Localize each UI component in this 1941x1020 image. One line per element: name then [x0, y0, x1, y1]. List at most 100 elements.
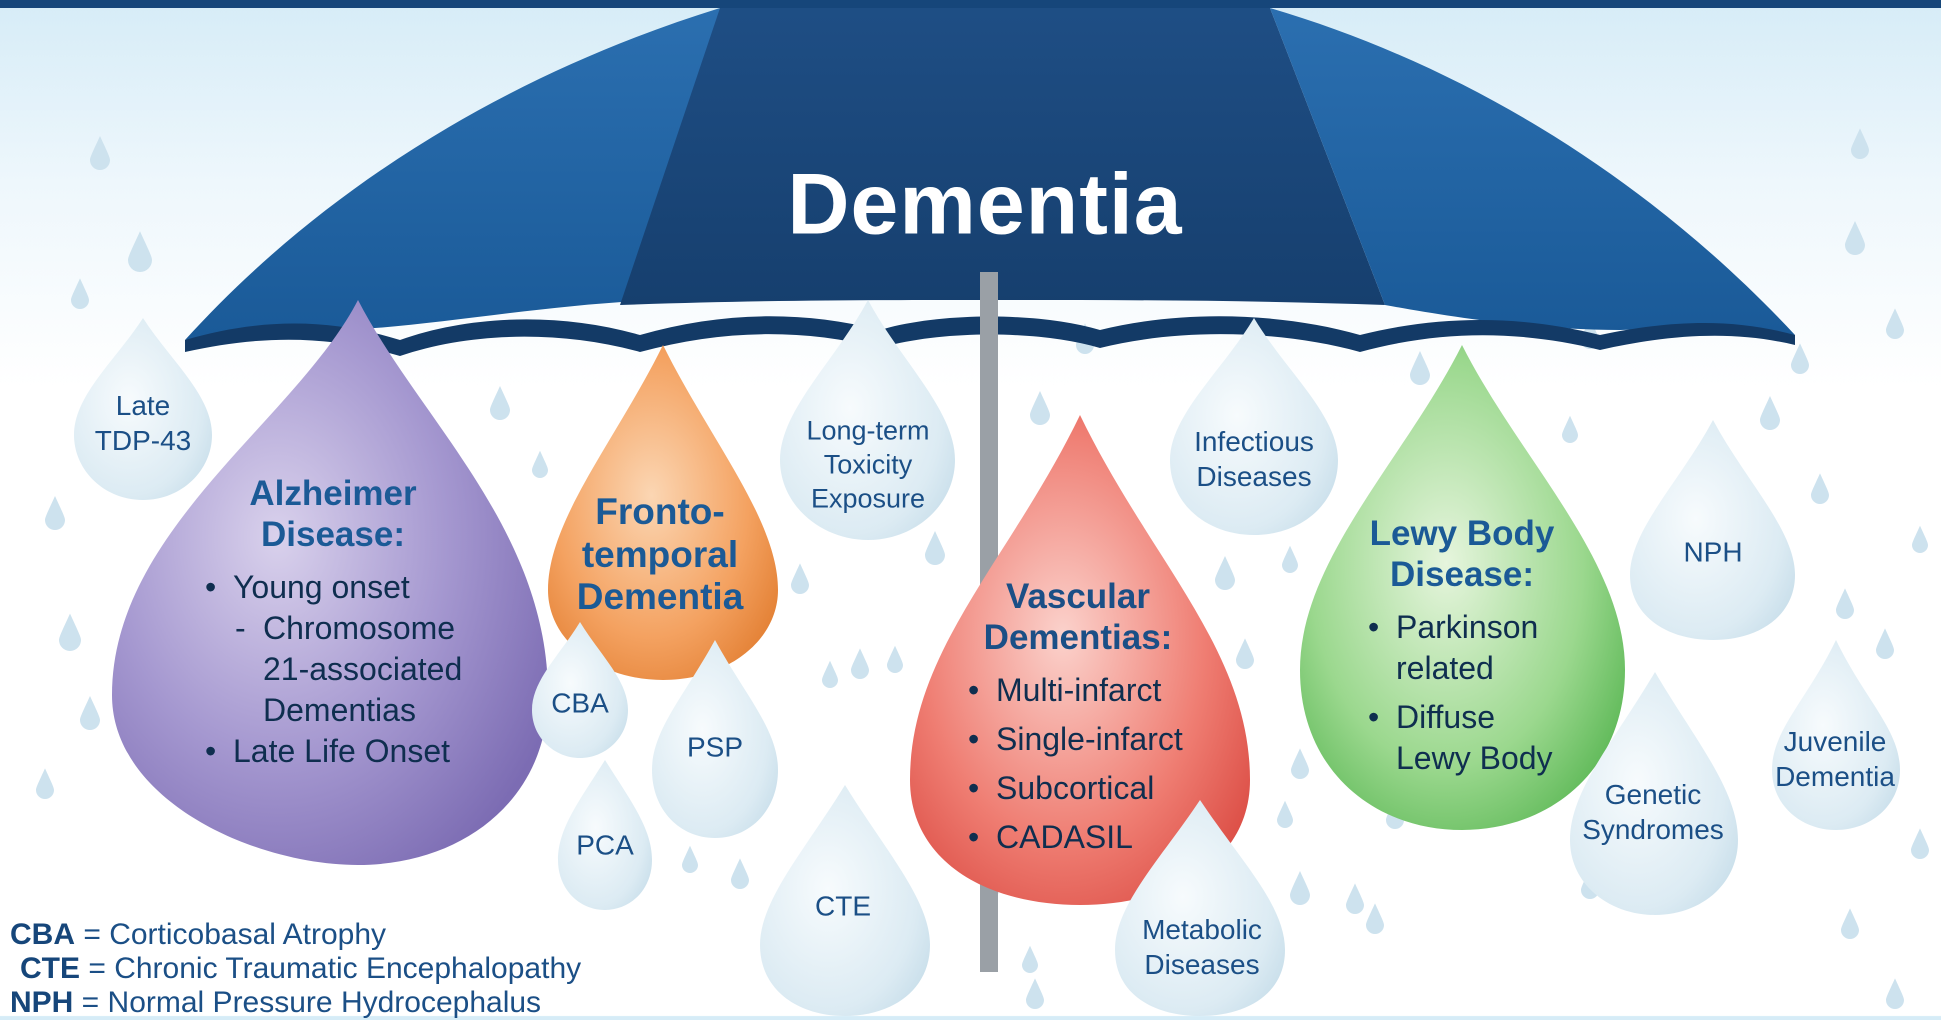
- drop-nph: [1630, 420, 1795, 640]
- top-banner-strip: [0, 0, 1941, 8]
- raindrop: [822, 660, 838, 688]
- list-item-cont: Lewy Body: [1396, 740, 1553, 776]
- nph-label: NPH: [1683, 536, 1743, 568]
- raindrop: [1845, 221, 1865, 255]
- raindrop: [1562, 415, 1578, 443]
- cba-label: CBA: [551, 687, 609, 719]
- metabolic-diseases-label: Metabolic Diseases: [1142, 914, 1262, 980]
- vascular-heading: Vascular Dementias:: [983, 577, 1173, 657]
- raindrop: [1366, 903, 1384, 934]
- vascular-drop: [910, 415, 1250, 905]
- umbrella-center-panel: [620, 0, 1385, 305]
- raindrop: [731, 858, 749, 889]
- list-item: •Diffuse: [1368, 699, 1496, 735]
- drop-cba: [532, 622, 628, 758]
- list-item: •Parkinson: [1368, 609, 1539, 645]
- genetic-syndromes-label: Genetic Syndromes: [1582, 779, 1724, 845]
- raindrop: [128, 231, 152, 272]
- raindrop: [1886, 308, 1904, 339]
- raindrop: [887, 645, 903, 673]
- list-item: •Multi-infarct: [968, 672, 1162, 708]
- frontotemporal-drop: [548, 345, 778, 680]
- raindrop: [490, 386, 510, 420]
- list-item: •Subcortical: [968, 770, 1155, 806]
- drop-late-tdp43: [74, 318, 212, 500]
- raindrop: [1760, 396, 1780, 430]
- raindrop: [1277, 800, 1293, 828]
- lewy-heading: Lewy Body Disease:: [1369, 514, 1555, 594]
- list-sub-item-cont: 21-associated: [263, 651, 463, 687]
- list-item: •Single-infarct: [968, 721, 1183, 757]
- long-term-toxicity-label: Long-term Toxicity Exposure: [806, 415, 930, 513]
- page-title: Dementia: [787, 156, 1183, 253]
- raindrop: [1911, 828, 1929, 859]
- juvenile-dementia-label: Juvenile Dementia: [1775, 726, 1895, 792]
- drop-long-term-toxicity: [780, 300, 955, 540]
- raindrop: [1410, 351, 1430, 385]
- legend-row: CBA = Corticobasal Atrophy: [10, 918, 387, 951]
- list-item: •Late Life Onset: [205, 733, 451, 769]
- raindrop: [1851, 128, 1869, 159]
- raindrop: [45, 496, 65, 530]
- raindrop: [90, 136, 110, 170]
- pca-label: PCA: [576, 829, 634, 861]
- lewy-drop: [1300, 345, 1625, 830]
- cte-label: CTE: [815, 890, 871, 922]
- abbreviation-legend: CBA = Corticobasal Atrophy CTE = Chronic…: [10, 918, 581, 1020]
- lewy-list: •Parkinson related •Diffuse Lewy Body: [1368, 607, 1553, 779]
- raindrop: [1215, 556, 1235, 590]
- umbrella-canopy: [185, 0, 1795, 972]
- drop-infectious: [1170, 318, 1338, 535]
- drop-juvenile: [1772, 640, 1900, 830]
- drop-metabolic: [1115, 800, 1285, 1016]
- umbrella-hem: [185, 316, 1795, 356]
- legend-row: CTE = Chronic Traumatic Encephalopathy: [20, 952, 582, 985]
- raindrop: [1236, 638, 1254, 669]
- list-sub-item: -Chromosome: [235, 610, 456, 646]
- raindrop: [682, 845, 698, 873]
- raindrop: [1791, 343, 1809, 374]
- legend-row: NPH = Normal Pressure Hydrocephalus: [10, 986, 542, 1019]
- small-drops: [74, 300, 1900, 1016]
- raindrop: [1030, 391, 1050, 425]
- raindrop: [1346, 883, 1364, 914]
- alzheimer-heading: Alzheimer Disease:: [249, 474, 417, 554]
- raindrop: [1886, 978, 1904, 1009]
- late-tdp43-label: Late TDP-43: [94, 390, 192, 456]
- raindrop: [1290, 871, 1310, 905]
- raindrop: [80, 696, 100, 730]
- umbrella-right-panel: [1270, 8, 1795, 335]
- raindrop: [1291, 748, 1309, 779]
- drop-genetic: [1570, 672, 1738, 915]
- frontotemporal-heading: Fronto- temporal Dementia: [576, 491, 744, 618]
- raindrop: [1912, 525, 1928, 553]
- raindrop: [71, 278, 89, 309]
- raindrop: [925, 531, 945, 565]
- raindrop: [1841, 908, 1859, 939]
- raindrop: [1022, 945, 1038, 973]
- alzheimer-list: •Young onset -Chromosome 21-associated D…: [205, 567, 462, 772]
- list-item: •CADASIL: [968, 819, 1133, 855]
- alzheimer-drop: [112, 300, 548, 865]
- raindrop: [791, 563, 809, 594]
- drop-pca: [558, 760, 652, 910]
- raindrop: [1026, 978, 1044, 1009]
- umbrella-left-panel: [185, 8, 720, 340]
- list-item-cont: related: [1396, 650, 1494, 686]
- raindrop: [1811, 473, 1829, 504]
- drop-cte: [760, 785, 930, 1016]
- raindrop: [1836, 588, 1854, 619]
- raindrop: [1876, 628, 1894, 659]
- raindrop: [36, 768, 54, 799]
- psp-label: PSP: [686, 731, 744, 763]
- vascular-list: •Multi-infarct •Single-infarct •Subcorti…: [968, 666, 1183, 862]
- drop-psp: [652, 640, 778, 838]
- list-sub-item-cont: Dementias: [263, 692, 416, 728]
- raindrop: [1282, 545, 1298, 573]
- raindrop: [59, 613, 81, 651]
- infectious-diseases-label: Infectious Diseases: [1194, 426, 1314, 492]
- list-item: •Young onset: [205, 569, 410, 605]
- raindrop: [851, 648, 869, 679]
